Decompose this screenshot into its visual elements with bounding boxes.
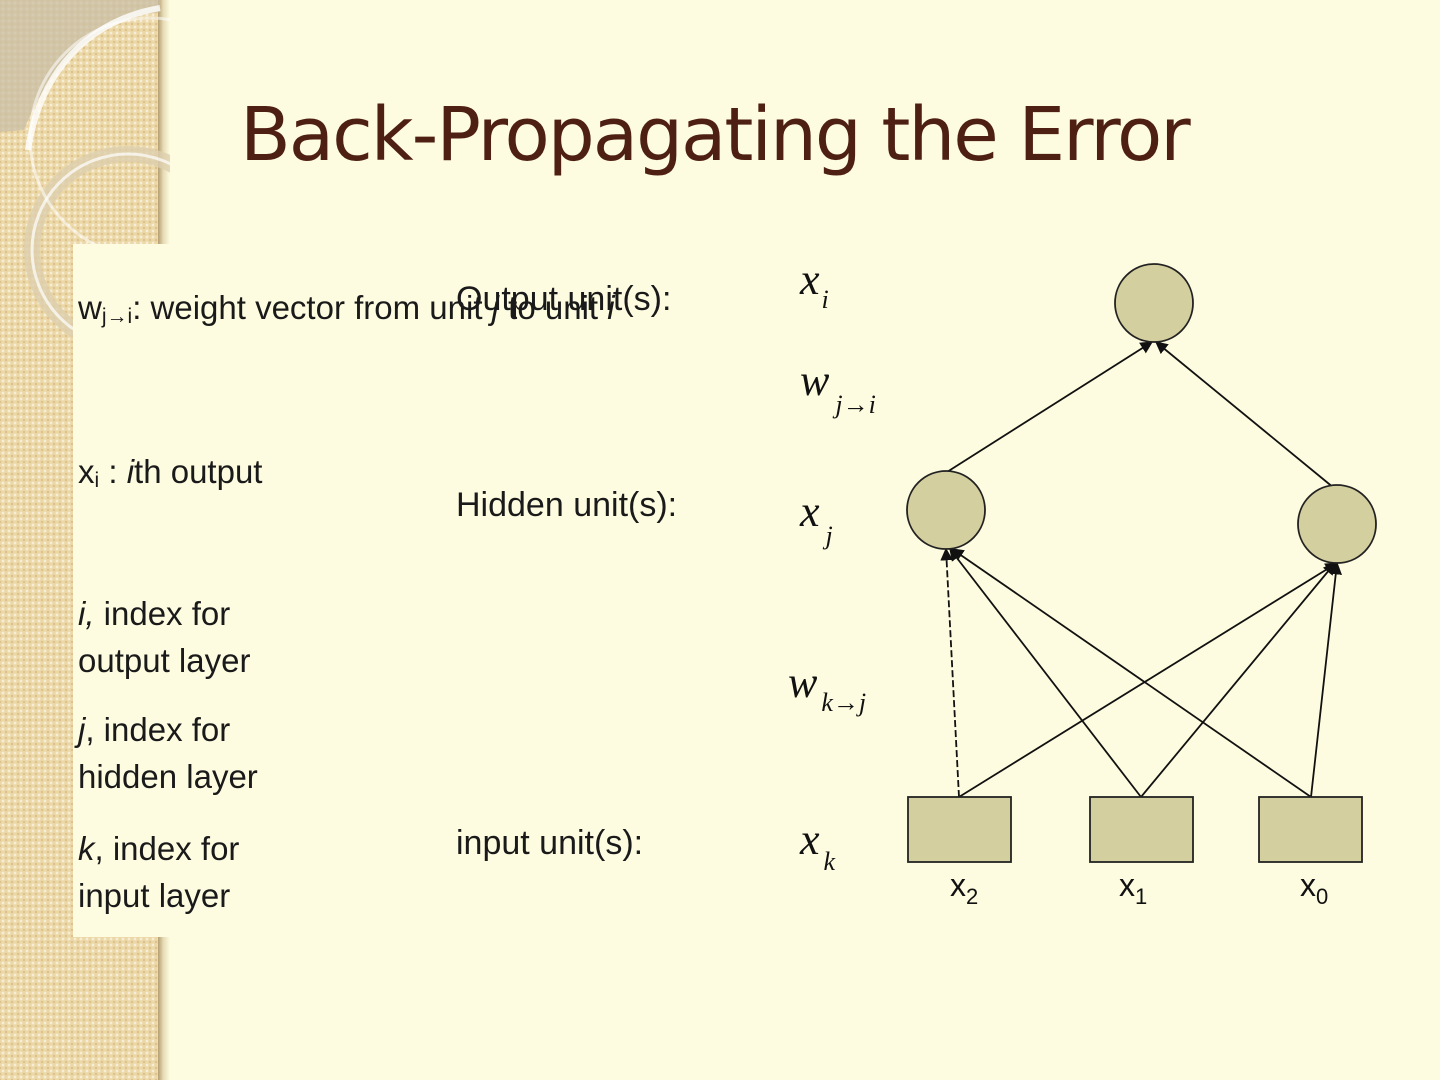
input-node-x2 xyxy=(908,797,1011,862)
edge-x0-to-hidden-right xyxy=(1311,563,1337,797)
edge-x1-to-hidden-left xyxy=(950,549,1141,797)
hidden-node-left xyxy=(907,471,985,549)
input-label-x2: x2 xyxy=(950,867,978,909)
edge-x2-to-hidden-left xyxy=(946,549,959,797)
math-x-i: xi xyxy=(799,255,829,314)
input-node-x1 xyxy=(1090,797,1193,862)
edge-hidden-right-to-output xyxy=(1156,342,1334,488)
edge-hidden-left-to-output xyxy=(947,342,1152,472)
edge-x0-to-hidden-left xyxy=(952,549,1311,797)
input-label-x1: x1 xyxy=(1119,867,1147,909)
hidden-node-right xyxy=(1298,485,1376,563)
edge-x1-to-hidden-right xyxy=(1141,563,1335,797)
input-node-x0 xyxy=(1259,797,1362,862)
output-node xyxy=(1115,264,1193,342)
edge-x2-to-hidden-right xyxy=(959,563,1337,797)
input-label-x0: x0 xyxy=(1300,867,1328,909)
